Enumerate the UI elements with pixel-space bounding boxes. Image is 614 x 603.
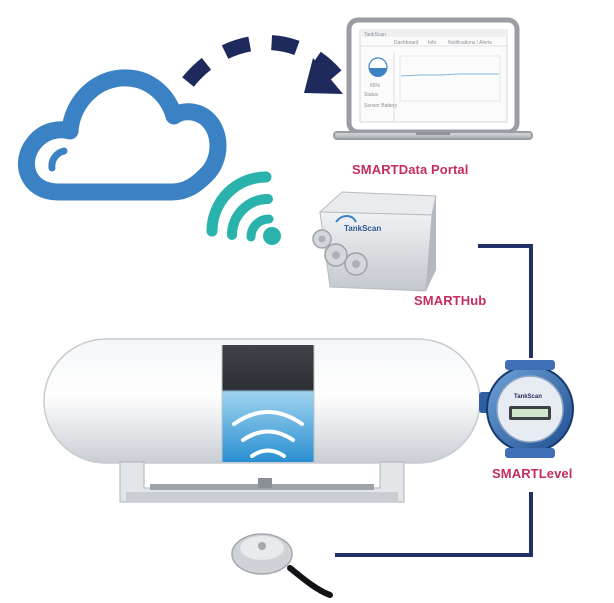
screen-logo: TankScan	[364, 32, 386, 38]
hub-level-wire	[478, 244, 533, 358]
label-smartlevel: SMARTLevel	[492, 466, 573, 481]
screen-sidebar-battery: Sensor Battery	[364, 103, 398, 109]
smartlevel-device	[479, 360, 574, 458]
data-flow-arrow	[182, 35, 344, 94]
screen-tab-info: Info	[428, 40, 437, 46]
ultrasonic-sensor	[231, 533, 333, 598]
sensor-level-wire	[335, 492, 533, 557]
screen-tank-reading: 65%	[370, 83, 381, 89]
hub-brand: TankScan	[344, 224, 381, 233]
laptop-icon	[333, 17, 533, 140]
cloud-icon	[17, 69, 227, 201]
ultrasonic-waves-icon	[232, 410, 304, 458]
screen-tab-dashboard: Dashboard	[394, 40, 419, 46]
level-brand: TankScan	[514, 394, 542, 400]
tank	[43, 338, 481, 464]
wifi-icon	[206, 171, 281, 245]
label-smartdata-portal: SMARTData Portal	[352, 162, 469, 177]
label-smarthub: SMARTHub	[414, 293, 487, 308]
screen-tab-notifications: Notifications / Alerts	[448, 40, 492, 46]
smarthub-device	[312, 191, 437, 292]
screen-sidebar-status: Status	[364, 92, 379, 98]
tank-stand	[119, 461, 405, 503]
